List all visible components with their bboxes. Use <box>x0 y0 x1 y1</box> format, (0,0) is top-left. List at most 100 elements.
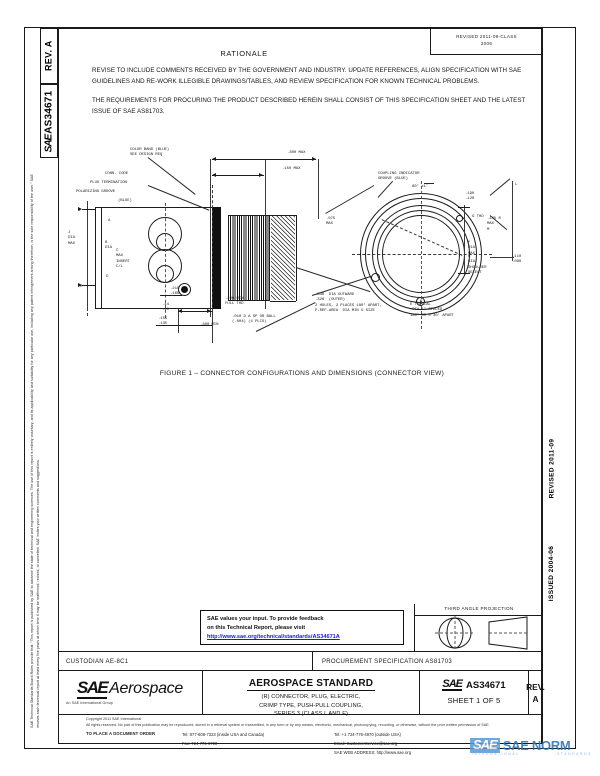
connector-drawing: COLOR BAND (BLUE) SEE DESIGN REQ .300 MAX… <box>60 145 540 395</box>
page-inner-frame <box>58 28 542 744</box>
document-number-cell: SAE AS34671 SHEET 1 OF 5 <box>420 671 528 714</box>
rationale-paragraph-1: REVISE TO INCLUDE COMMENTS RECEIVED BY T… <box>92 67 522 85</box>
aerospace-wordmark: Aerospace <box>109 680 183 698</box>
drawing-label-2: .150 MAX <box>282 167 301 171</box>
feedback-line-1: SAE values your input. To provide feedba… <box>207 616 324 622</box>
drawing-label-9: .075 MAX <box>326 217 336 227</box>
drawing-label-4: PLUG TERMINATION <box>90 181 127 185</box>
drawing-label-22: .44 .40 <box>162 303 169 313</box>
drawing-label-14: .145 R MAX M <box>487 217 501 232</box>
rationale-body: REVISE TO INCLUDE COMMENTS RECEIVED BY T… <box>92 66 530 127</box>
document-number: AS34671 <box>466 679 506 691</box>
drawing-label-7: COUPLING INDICATOR GROOVE (BLUE) <box>378 172 420 182</box>
drawing-label-29: .110 .090 <box>512 255 522 265</box>
drawing-label-0: COLOR BAND (BLUE) SEE DESIGN REQ <box>130 148 170 158</box>
rationale-heading: RATIONALE <box>220 49 268 58</box>
drawing-label-23: .155 .135 <box>158 317 168 327</box>
sae-web-address: SAE WEB ADDRESS: http://www.sae.org <box>334 749 412 755</box>
order-info-row: TO PLACE A DOCUMENT ORDER Tel: 877-606-7… <box>86 731 506 738</box>
projection-divider <box>415 615 543 616</box>
page-outer-frame <box>24 27 576 749</box>
drawing-label-10: G THD <box>472 215 484 219</box>
revision-label: REV. <box>526 681 545 692</box>
sae-logo-mark: SAE <box>43 134 55 152</box>
drawing-label-8: .190 .120 <box>465 192 475 202</box>
revision-stamp-line1: REVISED 2011-09-CLASS <box>456 34 517 40</box>
watermark-sub-right: STANDARDS <box>556 752 592 756</box>
revision-value: A <box>532 693 539 704</box>
order-email: Email: CustomerService@sae.org <box>334 740 398 746</box>
page-footer: Copyright 2011 SAE International All rig… <box>86 717 506 756</box>
sae-web-row: SAE WEB ADDRESS: http://www.sae.org <box>86 749 506 756</box>
watermark-subtitle: INTERNATIONAL STANDARDS <box>472 752 592 756</box>
drawing-label-25: .200 MIN FULL THD <box>225 297 244 307</box>
sae-aerospace-logo: SAE Aerospace An SAE International Group <box>58 671 202 714</box>
drawing-label-5: POLARIZING GROOVE <box>76 190 116 194</box>
rights-notice: All rights reserved. No part of this pub… <box>86 722 490 727</box>
order-fax: Fax: 724-776-0790 <box>182 740 218 746</box>
custodian-row: CUSTODIAN AE-8C1 PROCUREMENT SPECIFICATI… <box>58 651 542 671</box>
order-phone-us: Tel: 877-606-7323 (inside USA and Canada… <box>182 731 265 737</box>
feedback-link[interactable]: http://www.sae.org/technical/standards/A… <box>207 633 340 640</box>
drawing-label-18: H DIA SHOULDER SELECT <box>468 255 487 276</box>
standard-subtitle-2: CRIMP TYPE, PUSH-PULL COUPLING, <box>259 702 363 709</box>
drawing-label-16: C MAX INSERT C/L <box>116 249 130 270</box>
watermark-sub-left: INTERNATIONAL <box>472 752 520 756</box>
drawing-label-30: .336 DIA OUTWARD .326 (OUTER) 2 HOLES, 2… <box>315 293 382 314</box>
drawing-label-26: .010 D A SP OR BALL (.004) (4 PLCS) <box>232 315 276 325</box>
sheet-number: SHEET 1 OF 5 <box>447 696 501 706</box>
drawing-label-31: E TYPICAL -DIA 1° SPACED 180° OR 0°30' A… <box>410 303 454 318</box>
sae-wordmark: SAE <box>77 678 109 699</box>
order-contact-row: Fax: 724-776-0790 Email: CustomerService… <box>86 740 506 747</box>
standard-subtitle-3: SERIES 3 (CLASS L AND E) <box>273 711 348 718</box>
issued-date-label: ISSUED 2004-06 <box>548 545 556 601</box>
issued-date: ISSUED 2004-06 <box>543 518 561 628</box>
order-label: TO PLACE A DOCUMENT ORDER <box>86 730 156 736</box>
third-angle-projection-label: THIRD ANGLE PROJECTION <box>444 606 514 611</box>
order-phone-intl: Tel: +1 724-776-4970 (outside USA) <box>334 731 401 737</box>
feedback-box: SAE values your input. To provide feedba… <box>200 610 404 645</box>
document-number-tab-label: AS34671 <box>43 90 55 134</box>
copyright-notice: Copyright 2011 SAE International <box>86 717 142 721</box>
standard-subtitle-1: (R) CONNECTOR, PLUG, ELECTRIC, <box>261 694 361 700</box>
standards-board-disclaimer: SAE Technical Standards Board Rules prov… <box>26 170 56 730</box>
document-number-tab: SAEAS34671 <box>40 84 58 158</box>
revision-cell: REV. A <box>526 671 545 714</box>
drawing-label-1: .300 MAX <box>287 151 306 155</box>
procurement-spec-label: PROCUREMENT SPECIFICATION AS81703 <box>322 658 453 665</box>
drawing-label-19: D <box>106 275 109 279</box>
revision-stamp-box: REVISED 2011-09-CLASS 2006 <box>430 28 542 55</box>
feedback-line-2: on this Technical Report, please visit <box>207 624 306 631</box>
drawing-label-28: L <box>515 183 518 187</box>
rationale-paragraph-2: THE REQUIREMENTS FOR PROCURING THE PRODU… <box>92 97 526 115</box>
custodian-label: CUSTODIAN AE-8C1 <box>66 658 129 665</box>
title-block-divider-1 <box>202 671 203 714</box>
standard-type-heading: AEROSPACE STANDARD <box>246 678 376 691</box>
disclaimer-text: SAE Technical Standards Board Rules prov… <box>30 174 40 728</box>
sae-logo-mark-small: SAE <box>442 677 463 692</box>
drawing-label-27: 60° ±1° <box>412 185 429 189</box>
revised-date-label: REVISED 2011-09 <box>548 438 556 498</box>
projection-symbol-icon <box>435 616 528 650</box>
drawing-label-24: .300 MIN <box>200 323 219 327</box>
figure-caption: FIGURE 1 – CONNECTOR CONFIGURATIONS AND … <box>159 370 445 377</box>
drawing-label-20: K <box>80 285 83 289</box>
revision-tab: REV. A <box>40 28 58 84</box>
standard-title-cell: AEROSPACE STANDARD (R) CONNECTOR, PLUG, … <box>203 671 419 717</box>
drawing-label-12: A <box>108 219 111 223</box>
third-angle-projection-box: THIRD ANGLE PROJECTION <box>414 604 543 651</box>
sae-group-subtitle: An SAE International Group <box>66 700 113 705</box>
drawing-label-17: F DIA MAX <box>468 241 475 256</box>
revision-stamp-line2: 2006 <box>480 41 493 46</box>
title-block-divider-2 <box>419 671 420 714</box>
title-block-divider-3 <box>528 671 529 714</box>
drawing-label-15: B DIA <box>105 241 112 251</box>
drawing-label-3: CONN. CODE <box>105 172 129 176</box>
revised-date: REVISED 2011-09 <box>543 413 561 523</box>
date-column: REVISED 2011-09 ISSUED 2004-06 <box>542 28 560 744</box>
drawing-label-6: (BLUE) <box>118 199 132 203</box>
drawing-label-11: K <box>78 209 81 213</box>
revision-tab-label: REV. A <box>43 40 54 72</box>
title-block: SAE Aerospace An SAE International Group… <box>58 671 545 717</box>
